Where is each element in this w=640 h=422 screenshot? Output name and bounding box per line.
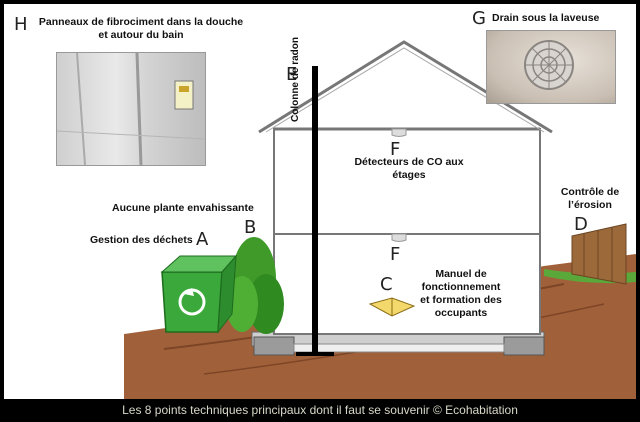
marker-a: A bbox=[196, 229, 209, 250]
label-erosion: Contrôle de l’érosion bbox=[560, 186, 620, 211]
house-walls bbox=[273, 128, 541, 335]
photo-fibercement-panels bbox=[56, 52, 206, 166]
label-invasive-plants: Aucune plante envahissante bbox=[112, 202, 254, 214]
marker-f-top: F bbox=[390, 139, 401, 160]
marker-b: B bbox=[244, 217, 257, 238]
marker-c: C bbox=[380, 274, 393, 295]
marker-h: H bbox=[14, 14, 28, 35]
diagram-panel: H G E F F B A C D Panneaux de fibrocimen… bbox=[4, 4, 636, 399]
floor-drain-icon bbox=[486, 30, 616, 104]
marker-d: D bbox=[574, 214, 588, 235]
label-waste: Gestion des déchets bbox=[90, 234, 193, 246]
label-radon-column: Colonne de radon bbox=[290, 37, 301, 122]
marker-e: E bbox=[286, 64, 298, 85]
label-co-detectors: Détecteurs de CO aux étages bbox=[354, 156, 464, 181]
co-detector-top bbox=[391, 128, 407, 137]
recycling-bin-icon bbox=[160, 254, 238, 334]
caption: Les 8 points techniques principaux dont … bbox=[122, 403, 518, 417]
house-scene bbox=[124, 40, 636, 399]
co-detector-bottom bbox=[391, 233, 407, 242]
label-drain: Drain sous la laveuse bbox=[492, 12, 600, 24]
label-manual: Manuel de fonctionnement et formation de… bbox=[420, 268, 502, 319]
wooden-fence bbox=[571, 223, 627, 285]
marker-g: G bbox=[472, 8, 486, 29]
open-book-icon bbox=[368, 297, 416, 317]
label-fibercement: Panneaux de fibrociment dans la douche e… bbox=[38, 16, 244, 41]
radon-column bbox=[312, 66, 318, 356]
marker-f-bottom: F bbox=[390, 244, 401, 265]
